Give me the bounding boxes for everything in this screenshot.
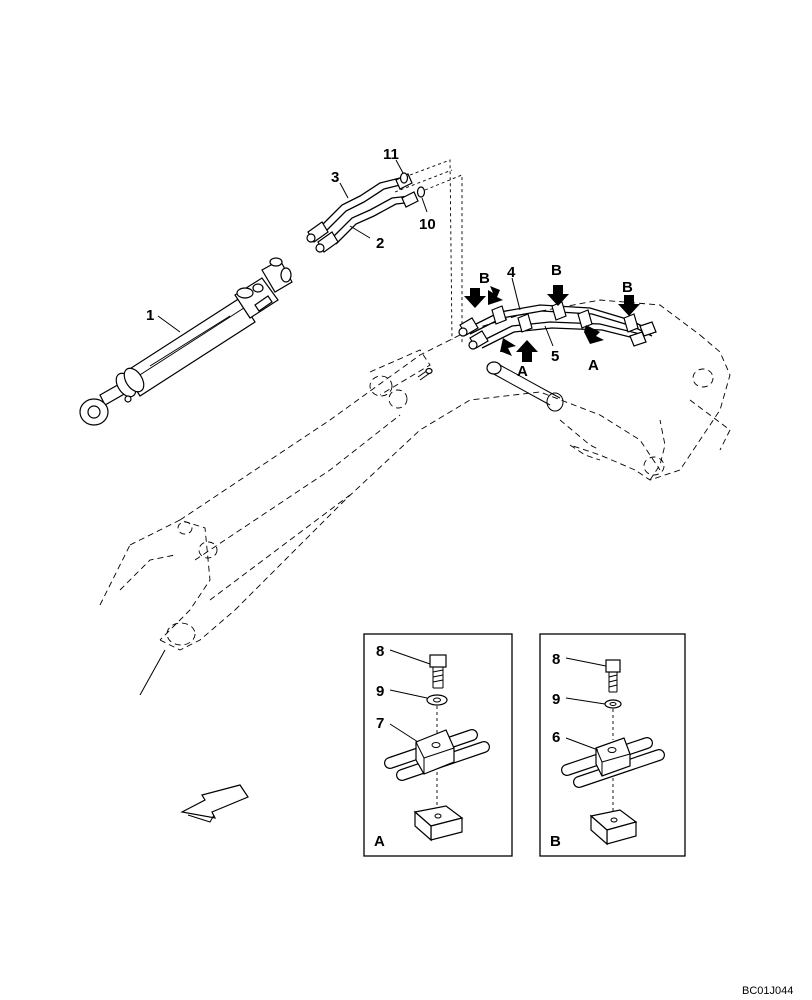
- arrow-b-3: [547, 285, 569, 306]
- boom-cylinder: [79, 257, 293, 426]
- arrow-b-4: [618, 295, 640, 316]
- detail-b-title: B: [550, 833, 561, 850]
- detail-b-panel: [539, 633, 686, 857]
- callout-2: 2: [376, 235, 384, 252]
- view-marker-a: A: [588, 357, 599, 374]
- callout-1: 1: [146, 307, 154, 324]
- detail-a-callout-7: 7: [376, 715, 384, 732]
- view-marker-b: B: [479, 270, 490, 287]
- detail-a-title: A: [374, 833, 385, 850]
- boom-outline: [99, 299, 731, 696]
- detail-a-panel: [363, 633, 513, 857]
- drawing-code: BC01J044: [742, 985, 793, 997]
- detail-b-callout-6: 6: [552, 729, 560, 746]
- detail-a-callout-8: 8: [376, 643, 384, 660]
- arrow-a-2: [500, 338, 516, 356]
- callout-10: 10: [419, 216, 436, 233]
- view-arrows: [464, 285, 640, 362]
- callout-5: 5: [551, 348, 559, 365]
- view-marker-b: B: [551, 262, 562, 279]
- detail-a-callout-9: 9: [376, 683, 384, 700]
- arrow-a-3: [584, 325, 604, 344]
- arrow-b-2: [488, 286, 503, 305]
- detail-b-callout-8: 8: [552, 651, 560, 668]
- detail-b-callout-9: 9: [552, 691, 560, 708]
- connection-guides: [394, 159, 463, 343]
- view-marker-a: A: [517, 363, 528, 380]
- callout-3: 3: [331, 169, 339, 186]
- front-direction-arrow: [180, 784, 249, 823]
- callout-11: 11: [383, 146, 399, 163]
- view-marker-b: B: [622, 279, 633, 296]
- arrow-a-1: [516, 340, 538, 362]
- arrow-b-1: [464, 288, 486, 308]
- hoses-2-3: [306, 172, 426, 253]
- callout-4: 4: [507, 264, 516, 281]
- boom-pipes-4-5: [458, 301, 657, 350]
- leader-lines: [157, 159, 554, 347]
